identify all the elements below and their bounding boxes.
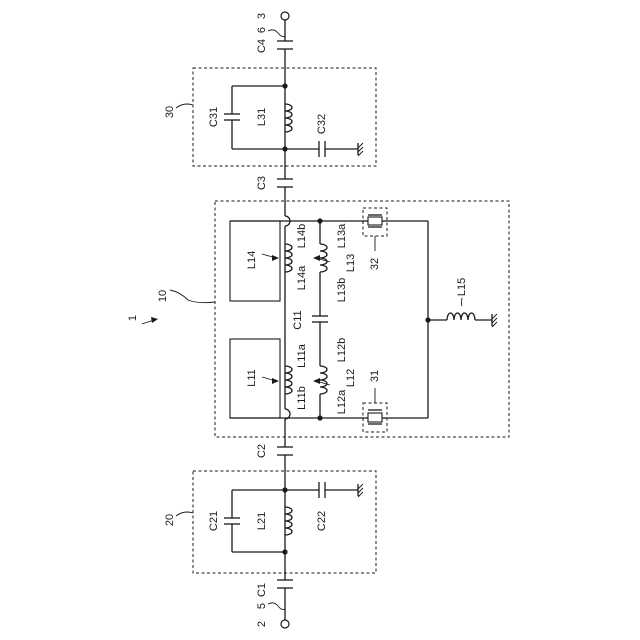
label-10: 10 [157,290,169,302]
label-c2: C2 [256,444,268,458]
label-6: 6 [256,27,268,33]
capacitor-c3 [277,179,293,187]
label-30: 30 [164,106,176,118]
label-1: 1 [127,315,139,321]
label-2: 2 [256,621,268,627]
leader-30 [176,104,193,108]
label-l13b: L13b [336,278,348,302]
resonator-31 [363,403,387,432]
label-c4: C4 [256,39,268,53]
block-10-boundary [215,201,509,437]
label-31: 31 [369,370,381,382]
inductor-l11 [285,366,292,394]
inductor-l12 [320,366,327,394]
inductor-l21 [285,507,292,535]
ground-icon [492,314,497,327]
label-l31: L31 [256,108,268,126]
ground-icon [358,143,363,156]
label-l14a: L14a [296,265,308,290]
block-10-circuit [230,216,492,421]
label-3: 3 [256,13,268,19]
label-c1: C1 [256,583,268,597]
label-32: 32 [369,258,381,270]
label-l12a: L12a [336,389,348,414]
label-l13: L13 [345,254,357,272]
label-l11a: L11a [296,343,308,368]
leader-6 [268,30,285,37]
label-20: 20 [164,514,176,526]
leader-l15 [462,298,463,306]
terminal-3 [281,12,289,20]
capacitor-c2 [277,447,293,455]
arrow-1 [151,317,158,323]
leader-20 [176,512,193,516]
label-l14b: L14b [296,224,308,248]
inductor-l14 [285,244,292,272]
resonator-32 [363,208,387,236]
label-c31: C31 [208,107,220,127]
inductor-l13 [320,244,327,272]
label-l11: L11 [246,369,258,387]
label-l15: L15 [456,278,468,296]
terminal-2 [281,620,289,628]
label-c21: C21 [208,511,220,531]
label-l12: L12 [345,369,357,387]
label-c32: C32 [316,114,328,134]
label-c3: C3 [256,176,268,190]
label-l13a: L13a [336,223,348,248]
label-l21: L21 [256,512,268,530]
block-20-circuit [224,482,358,555]
inductor-l15 [447,313,475,320]
label-l11b: L11b [296,386,308,410]
label-c11: C11 [292,310,304,329]
label-c22: C22 [316,511,328,531]
capacitor-c1 [277,580,293,588]
label-5: 5 [256,603,268,609]
ground-icon [358,484,363,497]
leader-5 [268,603,285,610]
inductor-l31 [285,104,292,132]
label-l14: L14 [246,251,258,269]
label-l12b: L12b [336,338,348,362]
leader-10 [170,290,215,303]
capacitor-c4 [277,41,293,49]
